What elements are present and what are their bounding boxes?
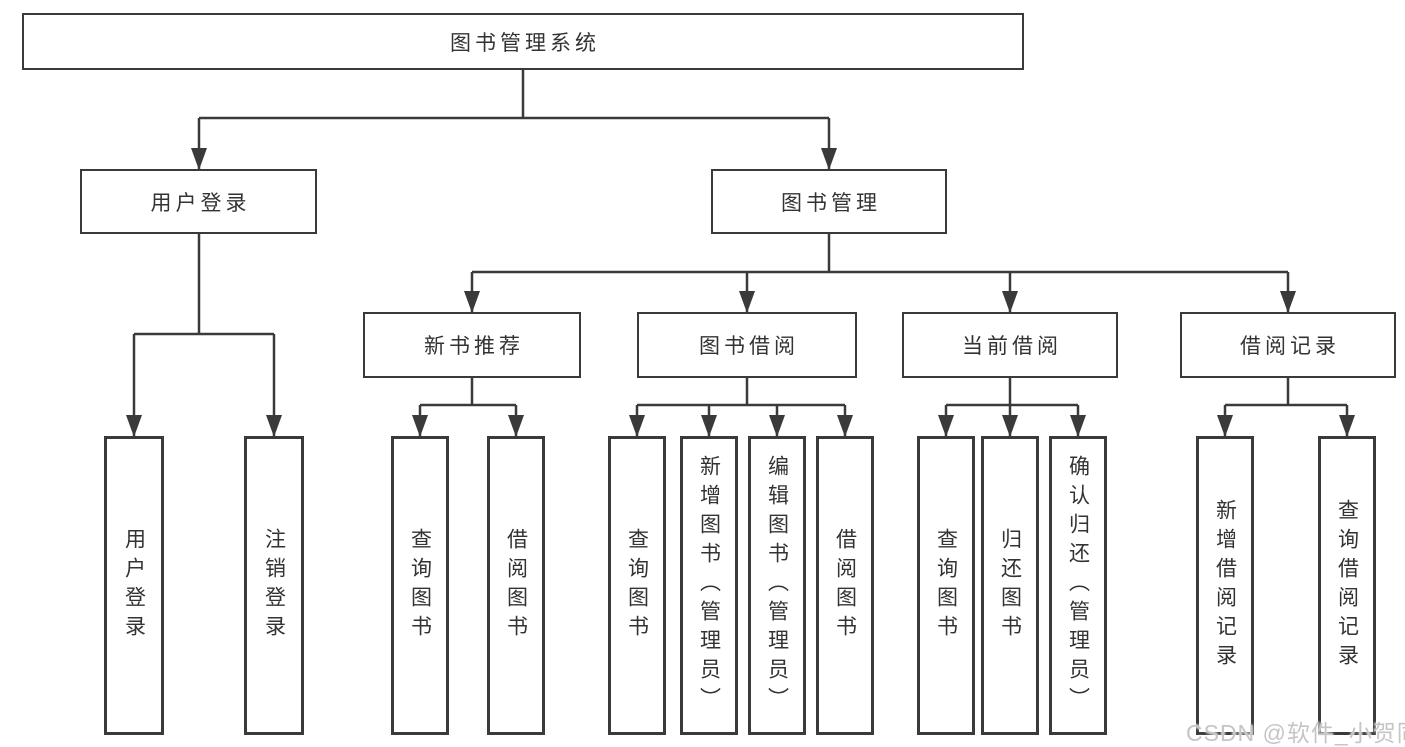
leaf-label: 借阅图书 <box>833 527 857 644</box>
node-new-book-recommendation: 新书推荐 <box>363 312 581 378</box>
leaf-label: 注销登录 <box>262 527 286 644</box>
leaf-user-login: 用户登录 <box>104 436 164 735</box>
leaf-label: 新增图书（管理员） <box>697 455 721 716</box>
leaf-return-books: 归还图书 <box>981 436 1039 735</box>
leaf-label: 查询图书 <box>934 527 958 644</box>
node-label: 图书借阅 <box>699 335 799 358</box>
leaf-query-borrow-record: 查询借阅记录 <box>1318 436 1376 735</box>
leaf-add-borrow-record: 新增借阅记录 <box>1196 436 1254 735</box>
node-borrowing-records: 借阅记录 <box>1180 312 1396 378</box>
leaf-label: 确认归还（管理员） <box>1066 455 1090 716</box>
node-book-management: 图书管理 <box>711 169 947 234</box>
node-label: 图书管理 <box>781 191 881 215</box>
leaf-confirm-return-admin: 确认归还（管理员） <box>1049 436 1107 735</box>
leaf-borrow-books-recommend: 借阅图书 <box>487 436 545 735</box>
node-label: 借阅记录 <box>1240 335 1340 358</box>
leaf-label: 借阅图书 <box>504 527 528 644</box>
leaf-query-books-borrow: 查询图书 <box>608 436 666 735</box>
node-current-borrowing: 当前借阅 <box>902 312 1118 378</box>
leaf-edit-books-admin: 编辑图书（管理员） <box>748 436 806 735</box>
node-label: 用户登录 <box>150 191 251 215</box>
watermark: CSDN @软件_小贺同学 <box>1186 720 1405 746</box>
leaf-query-books-recommend: 查询图书 <box>391 436 449 735</box>
leaf-label: 归还图书 <box>998 527 1022 644</box>
leaf-label: 查询借阅记录 <box>1335 498 1359 673</box>
leaf-label: 编辑图书（管理员） <box>765 455 789 716</box>
node-label: 新书推荐 <box>424 335 524 358</box>
node-label: 当前借阅 <box>962 335 1062 358</box>
node-library-management-system: 图书管理系统 <box>22 13 1024 70</box>
leaf-logout: 注销登录 <box>244 436 304 735</box>
leaf-label: 查询图书 <box>408 527 432 644</box>
node-book-borrowing: 图书借阅 <box>637 312 857 378</box>
leaf-borrow-books: 借阅图书 <box>816 436 874 735</box>
leaf-label: 用户登录 <box>122 527 146 644</box>
node-label: 图书管理系统 <box>450 31 600 55</box>
leaf-query-books-current: 查询图书 <box>917 436 975 735</box>
leaf-label: 新增借阅记录 <box>1213 498 1237 673</box>
leaf-add-books-admin: 新增图书（管理员） <box>680 436 738 735</box>
node-user-login: 用户登录 <box>80 169 317 234</box>
leaf-label: 查询图书 <box>625 527 649 644</box>
